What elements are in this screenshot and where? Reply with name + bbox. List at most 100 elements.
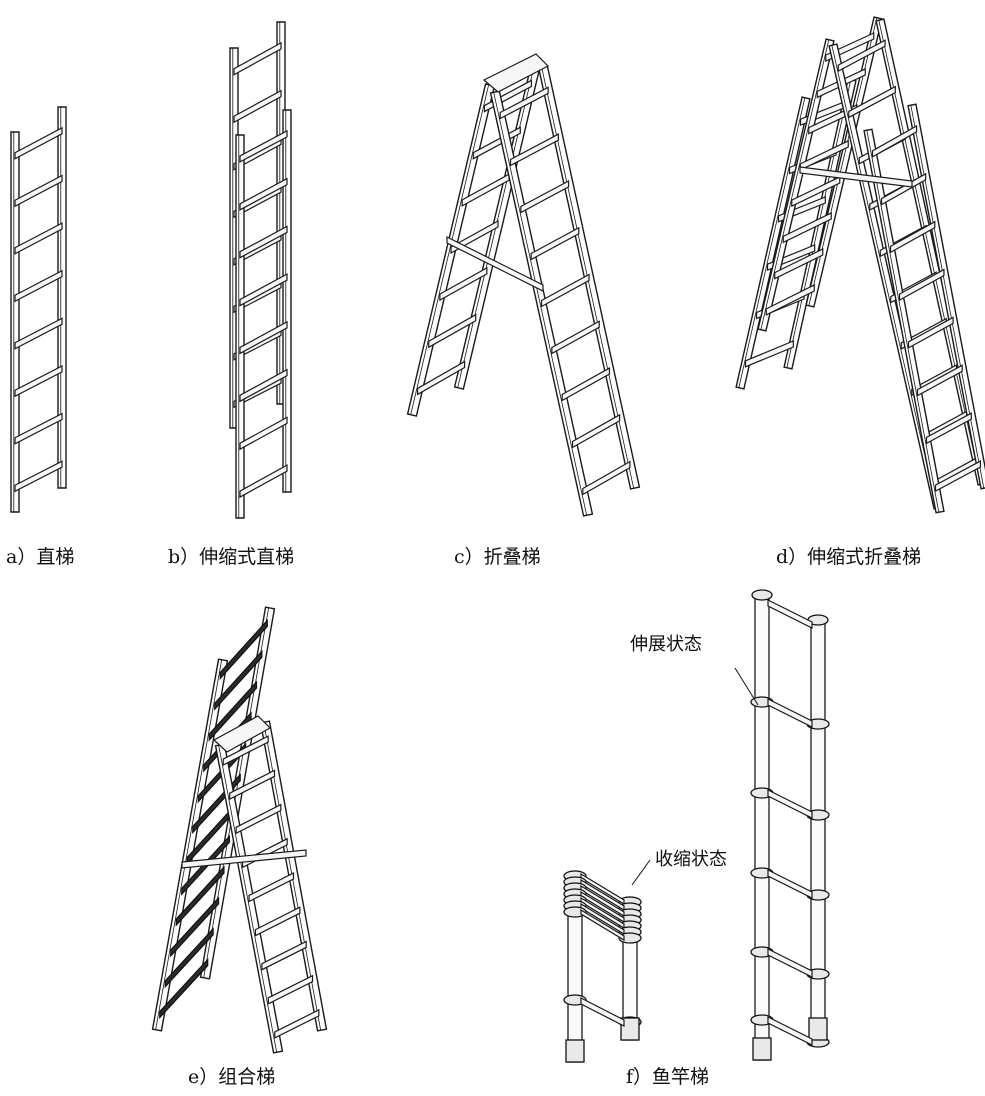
extfold-front-lower-rung (907, 316, 954, 349)
combo-front-rung (222, 735, 269, 767)
retracted-bottom-rung (580, 997, 625, 1027)
straight-rung (14, 317, 63, 350)
combo-front-rung (248, 872, 295, 903)
extension-back-rung (233, 41, 282, 76)
extension-front-rung (239, 320, 288, 355)
extfold-back-upper-rung (791, 176, 841, 208)
folding-back-rung (416, 360, 466, 396)
caption-e: e）组合梯 (188, 1066, 276, 1088)
folding-back-left-rail-edge (410, 84, 490, 415)
combination-ladder (151, 606, 328, 1054)
combo-front-rung (254, 906, 301, 937)
folding-front-rung (582, 460, 631, 496)
extension-front-rung (239, 416, 288, 451)
extfold-front-lower-rung (871, 124, 918, 158)
extfold-back-upper-rung (774, 248, 824, 280)
extfold-front-upper-rung (848, 85, 896, 119)
combo-back-rung (175, 865, 225, 927)
extfold-front-lower-left-rail (863, 128, 945, 514)
straight-right-rail (57, 106, 67, 489)
combo-back-rung (159, 958, 209, 1020)
combo-front-left-rail-edge (218, 745, 278, 1053)
extfold-front-lower-rung (934, 460, 982, 493)
extfold-back-lower-left-rail (735, 96, 811, 390)
extfold-front-lower-right-rail-edge (910, 105, 985, 489)
extfold-front-lower-rung (898, 268, 945, 302)
combo-front-rung (261, 940, 307, 971)
caption-c: c）折叠梯 (454, 546, 541, 568)
extfold-back-upper-left-rail (757, 38, 835, 332)
extfold-back-upper-rung (782, 212, 832, 244)
combo-spreader-bar (181, 849, 307, 869)
extended-rung (767, 789, 813, 819)
extfold-front-lower-rung (889, 220, 936, 254)
extfold-back-lower-rung (744, 340, 794, 368)
extfold-front-lower-rung (925, 412, 972, 445)
extended-left-tube (754, 594, 770, 1061)
extension-front-rung (239, 273, 288, 307)
folding-back-rung (439, 266, 488, 302)
extension-front-rung (239, 464, 288, 499)
extended-left-foot (752, 1037, 772, 1061)
straight-ladder (10, 106, 67, 513)
extended-rung (767, 948, 813, 978)
extension-front-right-rail (282, 109, 292, 493)
combo-back-left-rail (151, 658, 229, 1032)
folding-front-left-rail-edge (493, 92, 588, 516)
combo-front-rung (274, 1008, 320, 1039)
folding-spreader-bar (446, 236, 544, 292)
extfold-front-upper-rung (837, 39, 886, 73)
extension-front-rung (239, 225, 288, 259)
folding-front-rung (561, 367, 611, 402)
telescopic-ladder (563, 589, 830, 1063)
straight-rung (14, 269, 63, 303)
folding-front-rung (530, 226, 580, 261)
retracted-right-foot (620, 1017, 640, 1041)
folding-front-rung (499, 86, 549, 120)
extfold-front-upper-left-rail-edge (831, 45, 938, 509)
extfold-back-upper-left-rail-edge (760, 39, 830, 330)
folding-front-rung (509, 133, 559, 167)
straight-rung (14, 364, 63, 398)
extension-front-rung (239, 177, 288, 211)
extfold-back-upper-right-rail (805, 16, 883, 308)
extended-rung (767, 1016, 813, 1046)
caption-a: a）直梯 (6, 546, 75, 568)
combo-front-rung (235, 803, 282, 835)
folding-ladder (406, 53, 641, 517)
extended-callout-leader (734, 667, 759, 706)
straight-rung (14, 460, 63, 493)
combo-back-rung (214, 649, 263, 711)
extfold-spreader-bar (799, 166, 913, 188)
extfold-back-upper-rung (765, 284, 815, 316)
extfold-back-upper-right-rail-edge (808, 17, 878, 306)
extended-rung (767, 698, 813, 728)
retracted-callout-leader (631, 859, 651, 886)
caption-b: b）伸缩式直梯 (168, 546, 295, 568)
combo-back-rung (208, 680, 258, 742)
extension-folding-ladder (735, 16, 985, 514)
combo-back-rung (219, 618, 268, 680)
extension-front-rung (239, 368, 288, 403)
extfold-front-lower-left-rail-edge (866, 130, 940, 513)
combo-back-rung (170, 896, 220, 958)
straight-rung (14, 222, 63, 255)
folding-front-rung (520, 179, 570, 214)
extfold-front-upper-right-rail-edge (878, 20, 982, 485)
combo-back-left-rail-edge (155, 659, 223, 1030)
straight-left-rail (10, 131, 20, 513)
extended-state-label: 伸展状态 (630, 634, 702, 655)
folding-front-rung (571, 413, 621, 449)
retracted-state-label: 收缩状态 (655, 849, 727, 870)
combo-hinge-top (212, 715, 271, 753)
straight-rung (14, 174, 63, 208)
folding-front-rung (540, 273, 590, 308)
extension-front-left-rail (235, 134, 245, 519)
extfold-front-lower-rung (916, 364, 963, 397)
extension-front-rung (239, 129, 288, 163)
extended-rung (767, 599, 813, 629)
caption-f: f）鱼竿梯 (626, 1066, 710, 1088)
folding-front-rung (551, 320, 600, 355)
